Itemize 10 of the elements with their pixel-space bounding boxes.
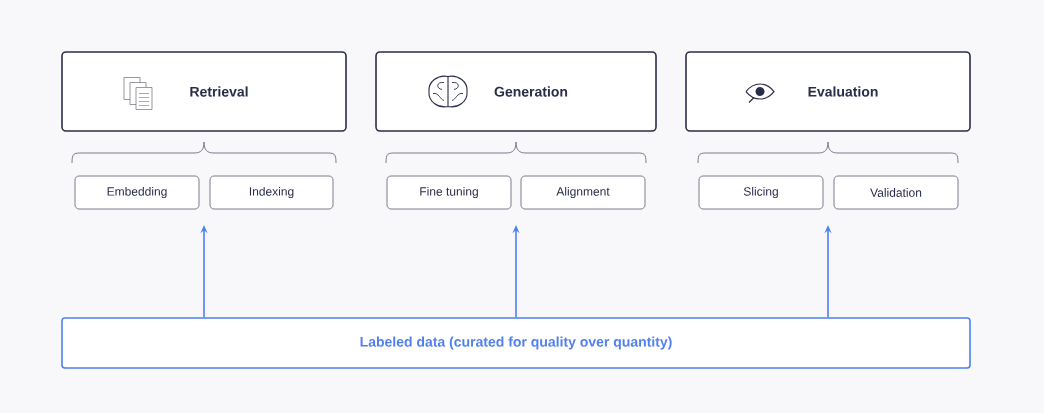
stage-box: Retrieval	[61, 51, 347, 132]
task-box: Embedding	[74, 175, 200, 210]
task-box: Alignment	[520, 175, 646, 210]
data-box: Labeled data (curated for quality over quantity)	[61, 317, 971, 369]
stage-box: Evaluation	[685, 51, 971, 132]
task-box: Slicing	[698, 175, 824, 210]
task-box: Validation	[833, 175, 959, 210]
task-box: Fine tuning	[386, 175, 512, 210]
stage-box: Generation	[375, 51, 657, 132]
task-box: Indexing	[209, 175, 334, 210]
